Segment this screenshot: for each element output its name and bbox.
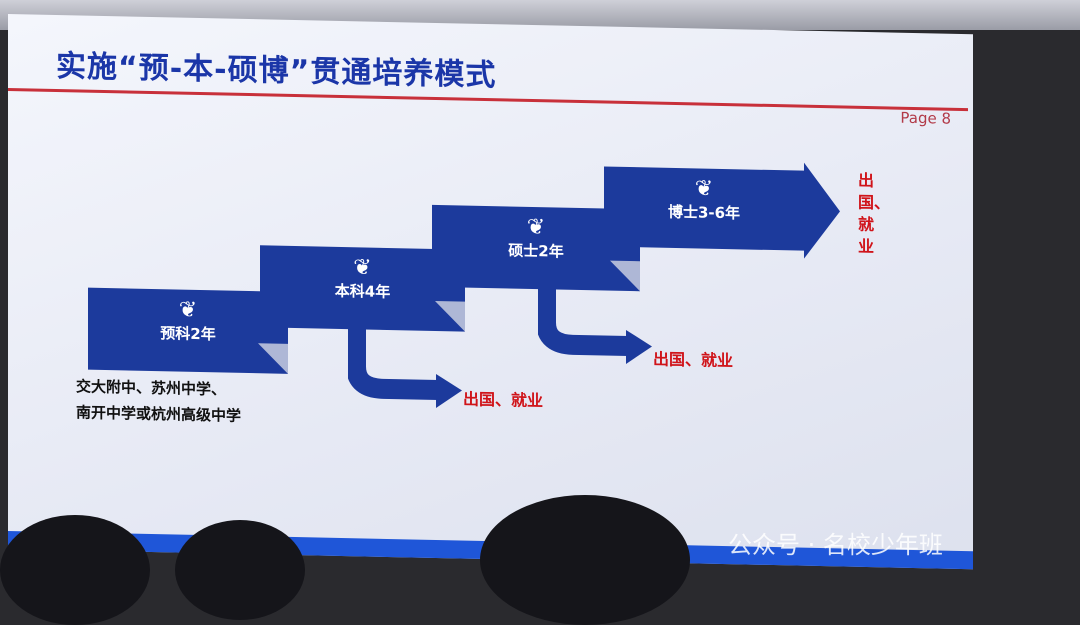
- stage-doctor-arrow: [604, 162, 840, 259]
- audience-head: [480, 495, 690, 625]
- stage-label: 预科2年: [160, 324, 216, 344]
- slide-title: 实施“预-本-硕博”贯通培养模式: [56, 49, 497, 94]
- projected-slide: 实施“预-本-硕博”贯通培养模式 Page 8 ❦预科2年 ❦本科4年 ❦硕士2…: [8, 14, 973, 570]
- fold-corner: [610, 260, 640, 292]
- page-number: Page 8: [900, 108, 951, 128]
- sprout-icon: ❦: [694, 176, 714, 202]
- curved-arrow-icon: [538, 287, 652, 364]
- stage-label: 本科4年: [334, 281, 391, 302]
- source-schools-line: 交大附中、苏州中学、: [76, 377, 227, 399]
- audience-head: [0, 515, 150, 625]
- stage-doctor: ❦博士3-6年: [604, 166, 804, 250]
- fold-corner: [258, 343, 288, 374]
- watermark: 公众号 · 名校少年班: [728, 531, 943, 559]
- exit-text: 出国、就业: [653, 349, 734, 371]
- exit-text-vertical: 出国、就业: [858, 170, 891, 257]
- fold-corner: [435, 300, 465, 332]
- source-schools-line: 南开中学或杭州高级中学: [76, 403, 242, 425]
- stage-label: 硕士2年: [508, 241, 564, 261]
- stage-label: 博士3-6年: [667, 202, 741, 223]
- sprout-icon: ❦: [178, 297, 198, 323]
- audience-head: [175, 520, 305, 620]
- curved-arrow-icon: [348, 326, 462, 408]
- exit-text: 出国、就业: [463, 389, 544, 411]
